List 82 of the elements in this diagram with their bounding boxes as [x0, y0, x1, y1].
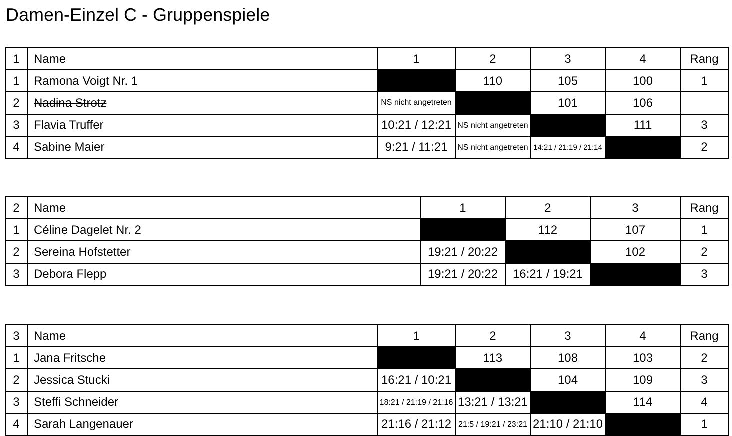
column-header: Name — [34, 200, 66, 215]
row-number: 2 — [13, 96, 20, 110]
rank: 2 — [701, 244, 708, 259]
match-score: 21:16 / 21:12 — [381, 417, 452, 432]
column-header: 2 — [544, 200, 552, 215]
player-name: Sereina Hofstetter — [34, 244, 131, 259]
column-header: 4 — [640, 52, 646, 66]
player-name: Jessica Stucki — [34, 372, 110, 387]
match-score: NS nicht angetreten — [458, 142, 528, 152]
column-header: Rang — [690, 328, 719, 343]
match-score: 113 — [483, 350, 503, 365]
match-score: 105 — [558, 74, 578, 88]
rank: 1 — [701, 74, 708, 88]
match-score: 110 — [483, 74, 503, 88]
match-score: 111 — [634, 118, 652, 132]
match-score: NS nicht angetreten — [458, 120, 528, 130]
row-number: 2 — [13, 372, 20, 387]
match-score: 19:21 / 20:22 — [428, 244, 498, 259]
match-score: 100 — [632, 74, 654, 88]
column-header: 1 — [460, 200, 466, 215]
row-number: 3 — [13, 395, 20, 410]
rank: 4 — [701, 395, 708, 410]
column-header: Rang — [690, 200, 719, 215]
player-name: Steffi Schneider — [34, 395, 118, 410]
match-score: 107 — [625, 222, 646, 237]
column-header: 3 — [632, 200, 639, 215]
row-number: 3 — [13, 118, 20, 132]
player-name: Jana Fritsche — [34, 350, 106, 365]
player-name: Ramona Voigt Nr. 1 — [34, 74, 138, 88]
match-score: NS nicht angetreten — [381, 98, 452, 108]
player-name: Sarah Langenauer — [34, 417, 134, 432]
match-score: 18:21 / 21:19 / 21:16 — [380, 398, 454, 407]
player-name: Flavia Truffer — [34, 118, 104, 132]
player-name: Sabine Maier — [34, 140, 105, 154]
rank: 1 — [701, 222, 708, 237]
match-score: 114 — [633, 395, 653, 410]
column-header: 1 — [413, 328, 420, 343]
match-score: 21:5 / 19:21 / 23:21 — [458, 420, 528, 429]
column-header: Rang — [690, 52, 719, 66]
match-score: 10:21 / 12:21 — [381, 118, 452, 132]
column-header: 2 — [490, 328, 496, 343]
player-name: Céline Dagelet Nr. 2 — [34, 222, 142, 237]
column-header: 3 — [564, 328, 572, 343]
rank: 3 — [701, 267, 708, 282]
match-score: 108 — [558, 350, 578, 365]
match-score: 9:21 / 11:21 — [385, 140, 448, 154]
match-score: 101 — [558, 96, 578, 110]
column-header: 3 — [13, 328, 20, 343]
match-score: 19:21 / 20:22 — [428, 267, 498, 282]
match-score: 112 — [538, 222, 558, 237]
row-number: 1 — [13, 74, 20, 88]
row-number: 4 — [13, 417, 20, 432]
title: Damen-Einzel C - Gruppenspiele — [6, 5, 270, 26]
row-number: 3 — [13, 267, 20, 282]
match-score: 106 — [632, 96, 654, 110]
row-number: 1 — [13, 350, 20, 365]
match-score: 16:21 / 19:21 — [512, 267, 584, 282]
match-score: 16:21 / 10:21 — [381, 372, 452, 387]
column-header: 3 — [564, 52, 572, 66]
column-header: 1 — [413, 52, 420, 66]
match-score: 109 — [632, 372, 654, 387]
rank: 1 — [701, 417, 708, 432]
match-score: 103 — [632, 350, 654, 365]
column-header: Name — [34, 328, 66, 343]
match-score: 13:21 / 13:21 — [458, 395, 528, 410]
player-name: Debora Flepp — [34, 267, 107, 282]
row-number: 4 — [13, 140, 20, 154]
column-header: 2 — [13, 200, 20, 215]
row-number: 2 — [13, 244, 20, 259]
row-number: 1 — [13, 222, 20, 237]
player-name: Nadina Strotz — [34, 96, 107, 110]
column-header: 4 — [640, 328, 646, 343]
match-score: 104 — [558, 372, 578, 387]
match-score: 21:10 / 21:10 — [532, 417, 604, 432]
column-header: 1 — [13, 52, 20, 66]
column-header: Name — [34, 52, 66, 66]
match-score: 102 — [625, 244, 646, 259]
rank: 2 — [701, 140, 708, 154]
rank: 3 — [701, 372, 708, 387]
column-header: 2 — [490, 52, 496, 66]
rank: 3 — [701, 118, 708, 132]
rank: 2 — [701, 350, 708, 365]
